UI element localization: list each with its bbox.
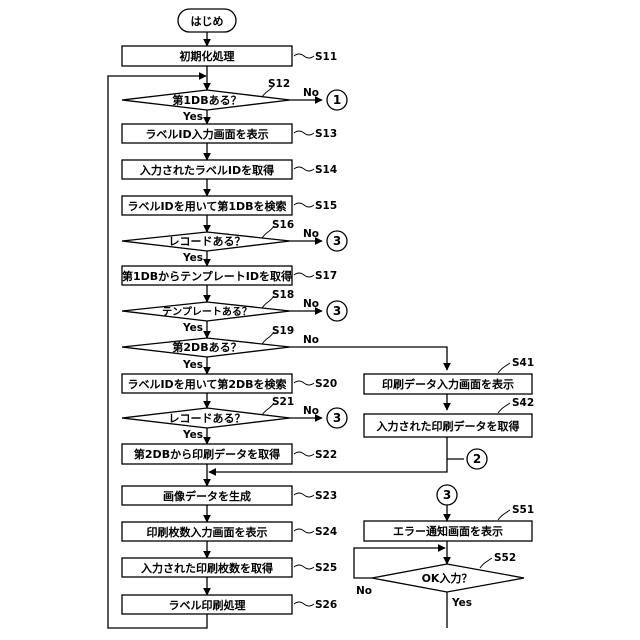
- s18-yes-label: Yes: [182, 322, 203, 334]
- s12-no-label: No: [303, 87, 319, 99]
- decision-s16-label: レコードある？: [169, 235, 246, 248]
- decision-s12-label: 第1DBある？: [172, 93, 241, 107]
- process-s15-label: ラベルIDを用いて第1DBを検索: [127, 199, 286, 213]
- s18-no-label: No: [303, 298, 319, 310]
- decision-s18-label: テンプレートある？: [162, 305, 252, 318]
- process-s25-label: 入力された印刷枚数を取得: [141, 561, 273, 575]
- s16-yes-label: Yes: [182, 252, 203, 264]
- step-id-s52: S52: [494, 552, 516, 564]
- process-s41-label: 印刷データ入力画面を表示: [382, 377, 514, 391]
- step-id-s20: S20: [315, 378, 337, 390]
- step-id-s19: S19: [272, 325, 294, 337]
- step-id-s16: S16: [272, 219, 294, 231]
- step-id-s41: S41: [512, 357, 534, 369]
- step-id-s17: S17: [315, 270, 337, 282]
- step-id-s13: S13: [315, 128, 337, 140]
- process-s51-label: エラー通知画面を表示: [393, 524, 503, 538]
- step-id-s11: S11: [315, 51, 337, 63]
- process-s14-label: 入力されたラベルIDを取得: [140, 163, 274, 177]
- process-s20-label: ラベルIDを用いて第2DBを検索: [127, 377, 286, 391]
- step-id-s42: S42: [512, 397, 534, 409]
- step-id-s18: S18: [272, 289, 294, 301]
- step-id-s23: S23: [315, 490, 337, 502]
- step-id-s21: S21: [272, 396, 294, 408]
- s52-yes-label: Yes: [451, 597, 472, 609]
- s19-yes-label: Yes: [182, 359, 203, 371]
- connector-1-a-label: 1: [333, 93, 341, 107]
- decision-s21-label: レコードある？: [169, 412, 246, 425]
- process-s23-label: 画像データを生成: [163, 489, 251, 503]
- start-label: はじめ: [191, 15, 224, 28]
- s12-yes-label: Yes: [182, 111, 203, 123]
- process-s17-label: 第1DBからテンプレートIDを取得: [122, 269, 292, 283]
- s21-yes-label: Yes: [182, 429, 203, 441]
- process-s24-label: 印刷枚数入力画面を表示: [147, 525, 268, 539]
- decision-s52-label: OK入力？: [422, 571, 473, 585]
- connector-2-label: 2: [473, 452, 481, 466]
- connector-3-b-label: 3: [333, 304, 341, 318]
- step-id-s51: S51: [512, 504, 534, 516]
- step-id-s14: S14: [315, 164, 337, 176]
- connector-3-a-label: 3: [333, 234, 341, 248]
- s21-no-label: No: [303, 405, 319, 417]
- process-s11-label: 初期化処理: [180, 49, 235, 63]
- decision-s19-label: 第2DBある？: [172, 340, 241, 354]
- step-id-s12: S12: [268, 78, 290, 90]
- step-id-s15: S15: [315, 200, 337, 212]
- step-id-s25: S25: [315, 562, 337, 574]
- process-s42-label: 入力された印刷データを取得: [377, 419, 520, 433]
- connectors: 1 3 3 3 2 3: [327, 90, 487, 505]
- step-id-s26: S26: [315, 599, 337, 611]
- s52-no-label: No: [356, 585, 372, 597]
- step-id-s22: S22: [315, 449, 337, 461]
- process-s13-label: ラベルID入力画面を表示: [145, 127, 268, 141]
- process-s22-label: 第2DBから印刷データを取得: [134, 447, 280, 461]
- connector-3-d-label: 3: [443, 488, 451, 502]
- s19-no-label: No: [303, 334, 319, 346]
- process-s26-label: ラベル印刷処理: [169, 598, 246, 612]
- connector-3-c-label: 3: [333, 411, 341, 425]
- step-id-s24: S24: [315, 526, 337, 538]
- s16-no-label: No: [303, 228, 319, 240]
